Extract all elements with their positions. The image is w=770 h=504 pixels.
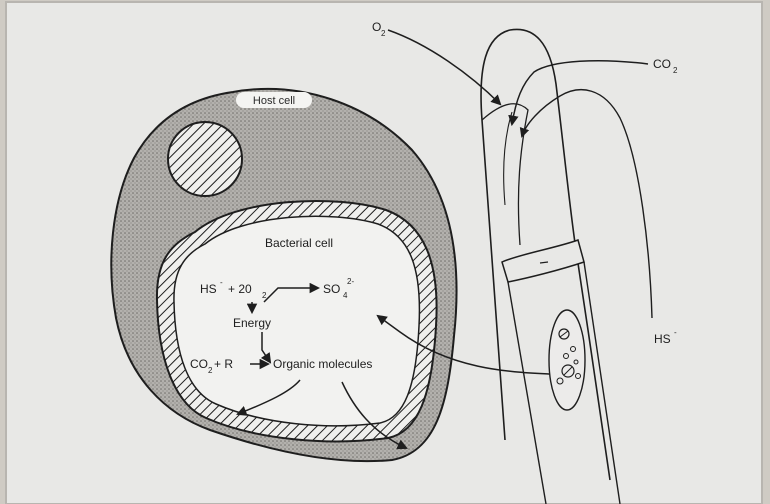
reaction-oxidation-plus-o2: + 20 [228, 282, 252, 296]
organic-molecules-label: Organic molecules [273, 357, 372, 371]
reaction-oxidation-product-so4: SO [323, 282, 340, 296]
host-cell-label: Host cell [253, 95, 295, 107]
co2-subscript: 2 [673, 66, 678, 75]
bacterial-cell-label: Bacterial cell [265, 236, 333, 250]
o2-subscript: 2 [381, 29, 386, 38]
co2-label: CO [653, 57, 671, 71]
host-nucleus [168, 122, 242, 196]
hs-charge: - [674, 328, 677, 337]
trophosome [549, 310, 585, 410]
reaction-fixation-co2-subscript: 2 [208, 366, 213, 375]
reaction-oxidation-so4-charge: 2- [347, 277, 354, 286]
reaction-oxidation-hs-charge: - [220, 278, 223, 287]
hs-label: HS [654, 332, 671, 346]
o2-label: O [372, 20, 381, 34]
reaction-oxidation-so4-subscript: 4 [343, 291, 348, 300]
reaction-fixation-reactant-co2: CO [190, 357, 208, 371]
energy-label: Energy [233, 316, 271, 330]
reaction-fixation-plus-r: + R [214, 357, 233, 371]
reaction-oxidation-o2-subscript: 2 [262, 291, 267, 300]
reaction-oxidation-reactant-hs: HS [200, 282, 217, 296]
